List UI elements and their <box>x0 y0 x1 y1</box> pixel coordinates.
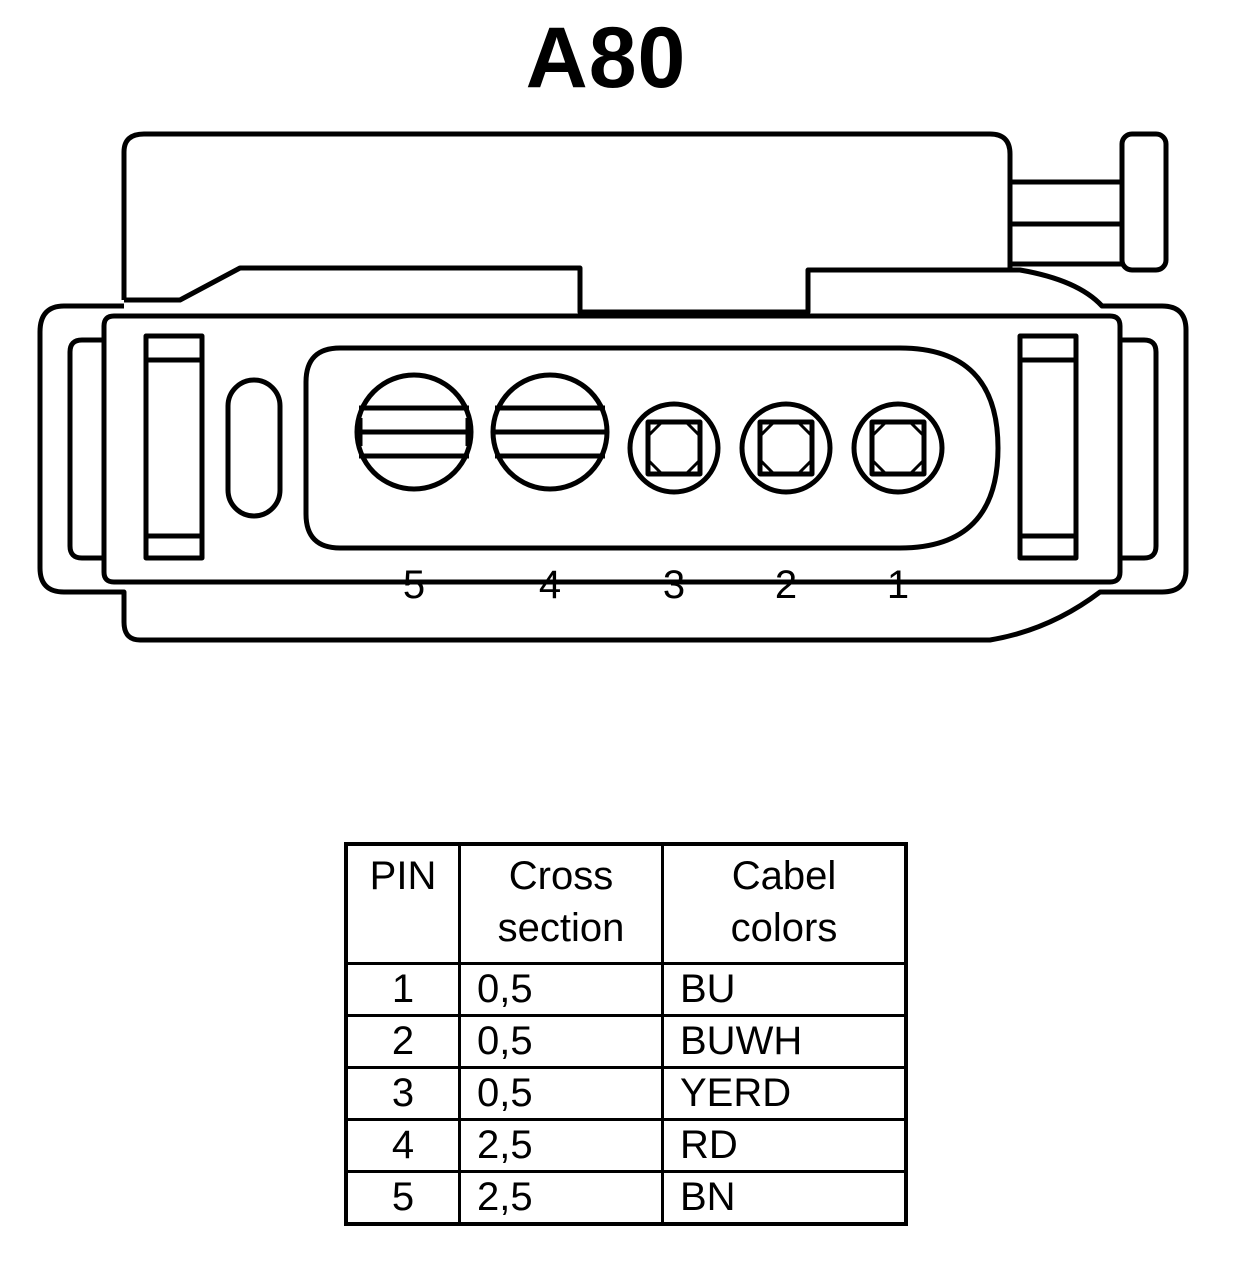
table-row: 4 2,5 RD <box>344 1118 908 1173</box>
cell-pin: 2 <box>344 1014 461 1069</box>
coding-slot <box>225 377 283 519</box>
cell-cross-section: 0,5 <box>458 1014 664 1069</box>
table-row: 3 0,5 YERD <box>344 1066 908 1121</box>
pin-label-3: 3 <box>663 563 685 607</box>
cell-cross-section: 0,5 <box>458 962 664 1017</box>
latch-tab <box>1119 131 1169 273</box>
header-cable-colors: Cabel colors <box>661 842 908 965</box>
cell-pin: 4 <box>344 1118 461 1173</box>
cell-cross-section: 0,5 <box>458 1066 664 1121</box>
connector-upper-housing <box>121 131 1013 300</box>
cell-pin: 3 <box>344 1066 461 1121</box>
right-lock-bar <box>1017 333 1079 561</box>
small-pin-1 <box>851 401 945 495</box>
cell-color: BUWH <box>661 1014 908 1069</box>
connector-outer-body <box>37 265 1189 643</box>
right-lock-bar-lines <box>1020 357 1076 539</box>
pin-label-5: 5 <box>403 563 425 607</box>
small-pin-2 <box>739 401 833 495</box>
pin-label-4: 4 <box>539 563 561 607</box>
cell-color: YERD <box>661 1066 908 1121</box>
cell-pin: 1 <box>344 962 461 1017</box>
cell-color: BU <box>661 962 908 1017</box>
pin-cavity <box>303 345 1001 551</box>
left-ear <box>67 337 104 561</box>
pin-label-1: 1 <box>887 563 909 607</box>
connector-drawing: 5 4 3 2 1 <box>37 131 1189 643</box>
diagram-title: A80 <box>525 10 687 106</box>
connector-inner-frame <box>101 313 1123 585</box>
header-cross-section: Cross section <box>458 842 664 965</box>
table-row: 1 0,5 BU <box>344 962 908 1017</box>
table-header-row: PIN Cross section Cabel colors <box>344 842 908 965</box>
right-ear <box>1120 337 1159 561</box>
table-row: 2 0,5 BUWH <box>344 1014 908 1069</box>
large-pin-4 <box>490 372 610 492</box>
table-row: 5 2,5 BN <box>344 1170 908 1226</box>
cell-cross-section: 2,5 <box>458 1170 664 1226</box>
pin-assignment-table: PIN Cross section Cabel colors 1 0,5 BU … <box>344 842 908 1226</box>
small-pin-3 <box>627 401 721 495</box>
cell-color: BN <box>661 1170 908 1226</box>
left-lock-bar <box>143 333 205 561</box>
cell-cross-section: 2,5 <box>458 1118 664 1173</box>
header-pin: PIN <box>344 842 461 965</box>
large-pin-5 <box>354 372 474 492</box>
left-lock-bar-lines <box>146 357 202 539</box>
cell-pin: 5 <box>344 1170 461 1226</box>
pin-label-2: 2 <box>775 563 797 607</box>
latch-arms <box>1010 179 1122 267</box>
cell-color: RD <box>661 1118 908 1173</box>
